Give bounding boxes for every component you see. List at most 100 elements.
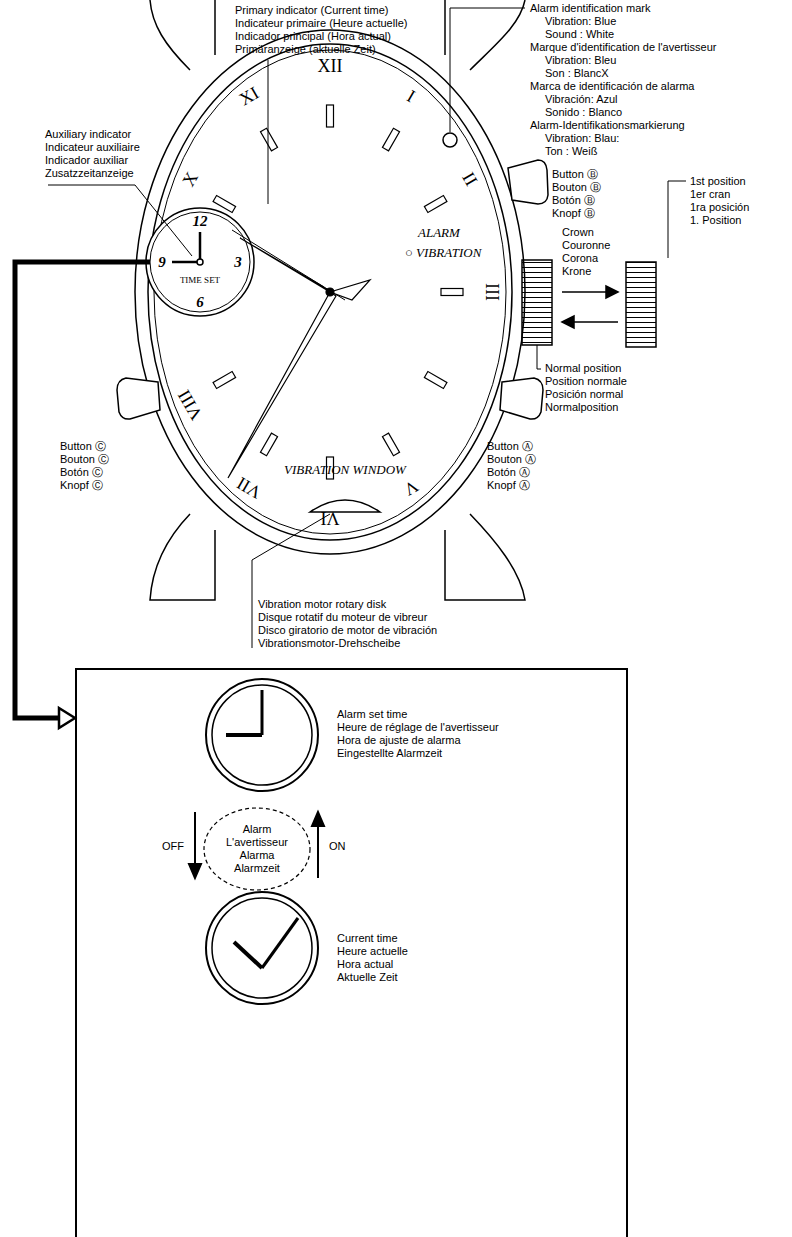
open-arrowhead: [59, 708, 75, 728]
callout-text: Bouton Ⓐ: [487, 453, 536, 466]
node-text: TIME SET: [180, 275, 220, 285]
hour-batons: [213, 105, 463, 479]
hour-baton: [260, 433, 277, 456]
node-text: Heure actuelle: [337, 945, 408, 958]
callout-text: Botón Ⓐ: [487, 466, 530, 479]
callout-text: Vibration motor rotary disk: [258, 598, 386, 611]
node-text: Alarma: [240, 849, 275, 862]
dial-text: ALARM: [418, 226, 460, 240]
dial-numeral: XII: [318, 57, 343, 75]
dial-numeral: III: [483, 283, 501, 301]
callout-text: Crown: [562, 226, 594, 239]
callout-text: Zusatzzeitanzeige: [45, 167, 134, 180]
node-text: Eingestellte Alarmzeit: [337, 747, 442, 760]
callout-text: Vibration: Bleu: [545, 54, 616, 67]
callout-text: 1st position: [690, 175, 746, 188]
node-text: Alarm: [243, 823, 272, 836]
callout-text: Marca de identificación de alarma: [530, 80, 694, 93]
alarm-identification-mark: [443, 133, 457, 147]
dial-numeral: VI: [321, 509, 340, 527]
hour-baton: [260, 128, 277, 151]
callout-text: Marque d'identification de l'avertisseur: [530, 41, 716, 54]
callout-text: Normal position: [545, 362, 621, 375]
hour-baton: [441, 289, 463, 296]
node-text: Alarm set time: [337, 708, 407, 721]
callout-text: Botón Ⓑ: [552, 194, 595, 207]
callout-text: Primäranzeige (aktuelle Zeit): [235, 43, 376, 56]
node-text: 6: [196, 295, 204, 310]
hour-baton: [213, 371, 236, 388]
node-text: Current time: [337, 932, 398, 945]
callout-text: Button Ⓐ: [487, 440, 533, 453]
hour-baton: [382, 128, 399, 151]
detail-panel: Alarm set timeHeure de réglage de l'aver…: [75, 668, 628, 1237]
callout-text: Knopf Ⓐ: [487, 479, 530, 492]
node-text: 3: [234, 255, 242, 270]
callout-text: Son : BlancX: [545, 67, 609, 80]
crown-arrows: [562, 286, 618, 328]
callout-text: Normalposition: [545, 401, 618, 414]
hour-baton: [382, 433, 399, 456]
callout-text: Sound : White: [545, 28, 614, 41]
thick-arrow-connector: [15, 262, 150, 728]
callout-text: Bouton Ⓑ: [552, 181, 601, 194]
leader-lines: [48, 8, 686, 648]
callout-text: 1ra posición: [690, 201, 749, 214]
callout-text: Alarm-Identifikationsmarkierung: [530, 119, 685, 132]
callout-text: Knopf Ⓒ: [60, 479, 103, 492]
node-text: 9: [158, 255, 166, 270]
node-text: Hora de ajuste de alarma: [337, 734, 461, 747]
callout-text: Botón Ⓒ: [60, 466, 103, 479]
dashed-oval: [204, 808, 310, 890]
watch-case: [135, 0, 525, 600]
node-text: Aktuelle Zeit: [337, 971, 398, 984]
panel-clocks: [206, 679, 318, 1004]
connector-line: [15, 262, 150, 718]
callout-text: Ton : Weiß: [545, 145, 597, 158]
sub-dial-node: 12 3 6 9TIME SET: [146, 208, 254, 316]
alarm-oval: AlarmL'avertisseurAlarmaAlarmzeit: [202, 806, 312, 892]
callout-text: Vibración: Azul: [545, 93, 618, 106]
callout-text: Corona: [562, 252, 598, 265]
callout-text: Posición normal: [545, 388, 623, 401]
callout-text: Indicador principal (Hora actual): [235, 30, 391, 43]
hour-baton: [424, 195, 447, 212]
push-buttons: [117, 160, 548, 419]
callout-text: Button Ⓑ: [552, 168, 598, 181]
callout-text: Bouton Ⓒ: [60, 453, 109, 466]
hour-baton: [424, 371, 447, 388]
callout-text: Indicateur primaire (Heure actuelle): [235, 17, 407, 30]
callout-text: Auxiliary indicator: [45, 128, 131, 141]
callout-text: 1. Position: [690, 214, 741, 227]
callout-text: Vibration: Blau:: [545, 132, 619, 145]
sub-dial: [146, 208, 254, 316]
node-text: L'avertisseur: [226, 836, 288, 849]
callout-text: Position normale: [545, 375, 627, 388]
callout-text: Disco giratorio de motor de vibración: [258, 624, 437, 637]
callout-text: Vibrationsmotor-Drehscheibe: [258, 637, 400, 650]
callout-text: Couronne: [562, 239, 610, 252]
callout-text: Primary indicator (Current time): [235, 4, 388, 17]
callout-text: Alarm identification mark: [530, 2, 650, 15]
node-text: ON: [329, 840, 346, 853]
dial-text: ○ VIBRATION: [405, 246, 481, 260]
callout-text: Sonido : Blanco: [545, 106, 622, 119]
node-text: 12: [193, 214, 208, 229]
callout-text: Button Ⓒ: [60, 440, 106, 453]
callout-text: 1er cran: [690, 188, 730, 201]
callout-text: Vibration: Blue: [545, 15, 616, 28]
node-text: OFF: [162, 840, 184, 853]
crowns: [522, 260, 656, 347]
callout-text: Knopf Ⓑ: [552, 207, 595, 220]
node-text: Alarmzeit: [234, 862, 280, 875]
callout-text: Disque rotatif du moteur de vibreur: [258, 611, 427, 624]
main-hands: [228, 230, 370, 478]
dial-text: VIBRATION WINDOW: [284, 463, 406, 477]
callout-text: Krone: [562, 265, 591, 278]
hour-baton: [327, 105, 334, 127]
alarm-toggle-arrows: [189, 812, 324, 878]
node-text: Hora actual: [337, 958, 393, 971]
node-text: Heure de réglage de l'avertisseur: [337, 721, 499, 734]
callout-text: Indicador auxiliar: [45, 154, 128, 167]
callout-text: Indicateur auxiliaire: [45, 141, 140, 154]
